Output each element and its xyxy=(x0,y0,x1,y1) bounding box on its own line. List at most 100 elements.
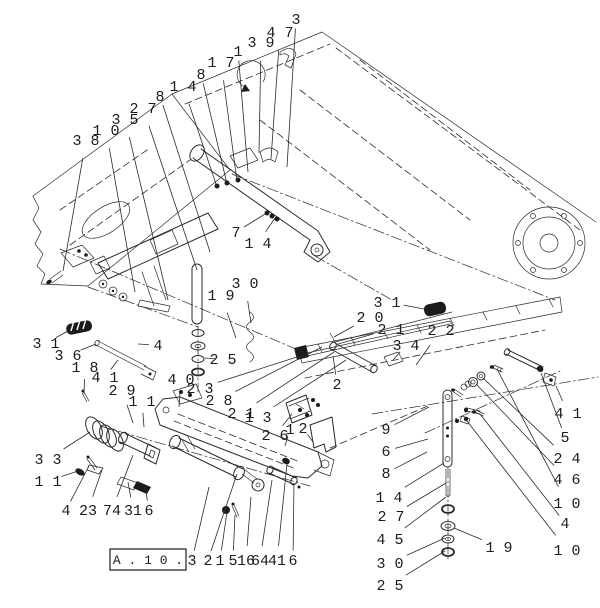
leader-line xyxy=(337,333,374,345)
callout-23: 23 xyxy=(79,503,97,520)
frame-bracket xyxy=(46,244,95,285)
callout-36: 3 6 xyxy=(54,348,81,365)
leader-line xyxy=(404,496,447,529)
pivot-arm xyxy=(189,48,331,263)
callout-30: 3 0 xyxy=(376,556,403,573)
leader-line xyxy=(221,511,228,551)
callout-4: 4 xyxy=(153,338,162,355)
callout-5: 5 xyxy=(228,553,237,570)
leader-line xyxy=(62,158,84,272)
callout-23: 2 3 xyxy=(186,381,213,398)
callout-3: 3 xyxy=(291,12,300,29)
leader-line xyxy=(270,50,280,160)
leader-line xyxy=(162,104,211,253)
leader-line xyxy=(226,312,237,339)
callout-24: 2 4 xyxy=(553,451,580,468)
leader-line xyxy=(116,454,134,498)
figure-reference-text: A . 1 0 . xyxy=(113,553,183,568)
center-lines xyxy=(59,248,599,487)
callout-11: 1 1 xyxy=(34,474,61,491)
callout-10: 1 0 xyxy=(553,496,580,513)
leader-line xyxy=(238,60,249,173)
leader-line xyxy=(394,438,429,449)
callout-2: 2 xyxy=(298,421,307,438)
leader-line xyxy=(332,355,337,375)
callout-46: 4 6 xyxy=(553,472,580,489)
left-side-panel xyxy=(32,93,231,287)
leader-line xyxy=(70,465,90,502)
leader-line xyxy=(333,325,354,338)
callout-3: 3 xyxy=(187,553,196,570)
leader-line xyxy=(144,485,148,501)
callout-25: 2 5 xyxy=(209,352,236,369)
leader-line xyxy=(83,379,85,395)
callout-1: 1 xyxy=(215,553,224,570)
leader-line xyxy=(406,537,446,556)
callout-25: 2 5 xyxy=(376,578,403,595)
leader-line xyxy=(394,406,430,426)
callout-29: 2 9 xyxy=(108,383,135,400)
leader-line xyxy=(282,413,293,426)
callout-31: 31 xyxy=(124,503,142,520)
leader-line xyxy=(126,404,134,424)
leader-line xyxy=(204,357,215,359)
leader-line xyxy=(235,346,323,392)
leader-line xyxy=(540,372,563,429)
callout-10: 1 0 xyxy=(92,123,119,140)
callout-4: 4 xyxy=(560,516,569,533)
left-hardware xyxy=(66,318,161,494)
leader-line xyxy=(202,83,228,185)
leader-line xyxy=(482,377,554,446)
callout-9: 9 xyxy=(381,422,390,439)
leader-line xyxy=(475,383,555,466)
leader-line xyxy=(286,28,296,168)
callout-2: 2 xyxy=(203,553,212,570)
callout-33: 3 3 xyxy=(34,452,61,469)
leader-line xyxy=(415,344,431,366)
callout-14: 1 4 xyxy=(244,236,271,253)
sway-cylinder xyxy=(190,263,206,393)
leader-line xyxy=(453,527,483,541)
leader-line xyxy=(233,514,236,551)
leader-line xyxy=(403,304,425,310)
rubber-bumper xyxy=(423,301,447,317)
leader-line xyxy=(210,473,238,552)
leader-line xyxy=(108,148,136,293)
callout-19: 1 9 xyxy=(485,540,512,557)
callout-27: 2 7 xyxy=(129,101,156,118)
rotation-arrow-icon xyxy=(236,60,266,89)
callout-30: 3 0 xyxy=(231,276,258,293)
callout-31: 3 1 xyxy=(373,295,400,312)
callout-38: 3 8 xyxy=(72,133,99,150)
leader-line xyxy=(555,385,563,402)
figure-reference-frame xyxy=(109,548,187,571)
callout-19: 1 9 xyxy=(207,288,234,305)
callout-18: 1 8 xyxy=(71,360,98,377)
leader-line xyxy=(217,355,301,383)
leader-line xyxy=(246,496,252,547)
callout-8: 8 xyxy=(155,89,164,106)
leader-line xyxy=(406,482,447,507)
callout-28: 2 8 xyxy=(205,393,232,410)
callout-1: 1 xyxy=(285,422,294,439)
callout-5: 5 xyxy=(560,430,569,447)
callout-8: 8 xyxy=(381,466,390,483)
callout-6: 6 xyxy=(288,553,297,570)
leader-line xyxy=(284,436,289,447)
leader-line xyxy=(128,136,169,301)
callout-64: 64 xyxy=(251,553,269,570)
leader-line xyxy=(110,359,119,370)
callout-27: 2 7 xyxy=(377,509,404,526)
callout-41: 4 1 xyxy=(554,406,581,423)
callout-21: 2 1 xyxy=(227,406,254,423)
callout-22: 2 2 xyxy=(427,323,454,340)
callout-8: 8 xyxy=(196,67,205,84)
callout-39: 3 9 xyxy=(247,35,274,52)
center-rods xyxy=(294,311,454,374)
callout-16: 16 xyxy=(237,553,255,570)
callout-31: 3 1 xyxy=(32,336,59,353)
callout-13: 1 3 xyxy=(244,410,271,427)
callout-10: 1 0 xyxy=(553,543,580,560)
